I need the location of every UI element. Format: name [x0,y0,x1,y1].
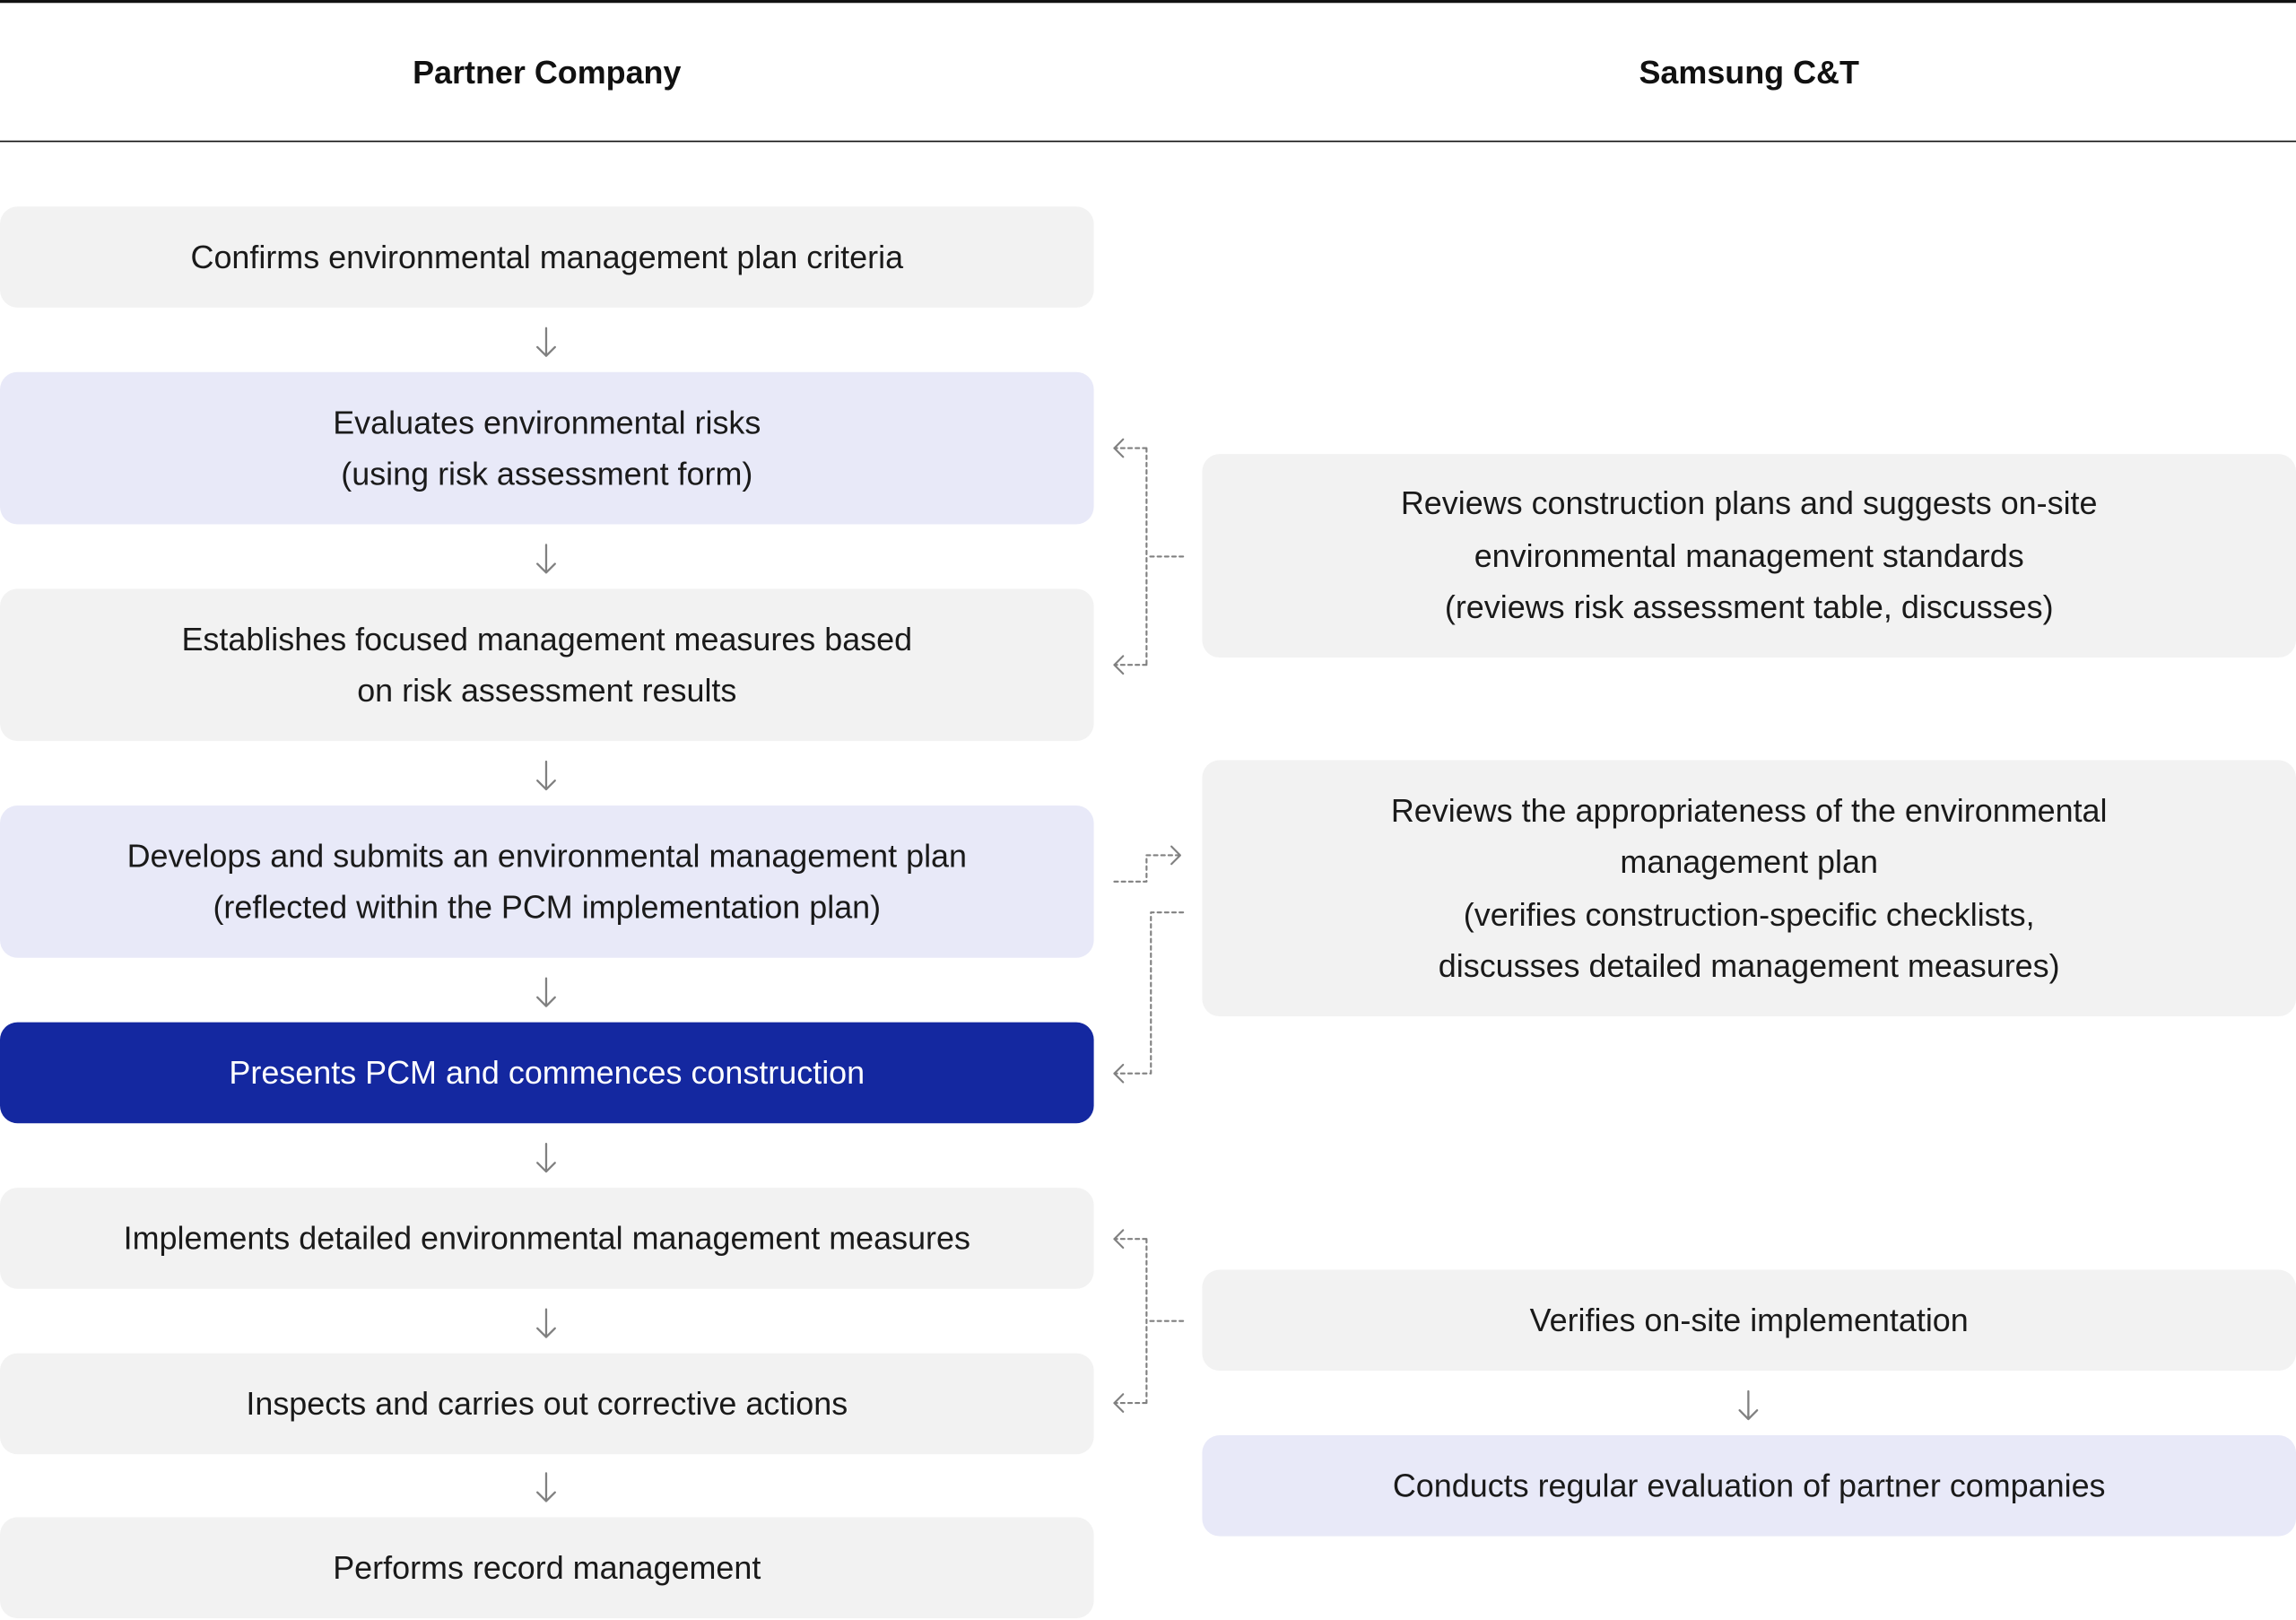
partner-step-evaluate-risks: Evaluates environmental risks (using ris… [0,371,1094,525]
arrowhead-left-icon [1113,1063,1125,1084]
dashed-bracket-connector [1113,447,1185,666]
partner-step-implement-measures: Implements detailed environmental manage… [0,1188,1094,1289]
step-text-line: (using risk assessment form) [341,455,753,492]
samsung-heading: Samsung C&T [1639,54,1859,91]
samsung-step-verify-implementation: Verifies on-site implementation [1202,1269,2296,1372]
step-text-line: Confirms environmental management plan c… [190,238,904,275]
arrowhead-right-icon [1170,845,1181,866]
step-text-line: on risk assessment results [357,672,737,710]
down-arrow-icon [536,327,556,357]
partner-step-present-pcm: Presents PCM and commences construction [0,1022,1094,1124]
step-text-line: Reviews construction plans and suggests … [1400,484,2098,522]
down-arrow-icon [536,1308,556,1338]
step-text-line: Conducts regular evaluation of partner c… [1392,1467,2106,1504]
partner-step-confirm-criteria: Confirms environmental management plan c… [0,206,1094,308]
step-text-line: Establishes focused management measures … [181,620,913,658]
step-text-line: Develops and submits an environmental ma… [126,837,968,874]
step-text-line: Implements detailed environmental manage… [123,1219,970,1257]
step-text-line: (verifies construction-specific checklis… [1463,895,2035,933]
samsung-step-review-plans: Reviews construction plans and suggests … [1202,454,2296,658]
step-text-line: environmental management standards [1474,536,2024,574]
arrowhead-left-icon [1113,655,1125,675]
step-text-line: Evaluates environmental risks [333,403,761,440]
down-arrow-icon [536,544,556,574]
arrowhead-left-icon [1113,438,1125,458]
step-text-line: Inspects and carries out corrective acti… [246,1385,848,1422]
down-arrow-icon [536,1142,556,1173]
down-arrow-icon [1738,1389,1759,1421]
samsung-step-review-appropriateness: Reviews the appropriateness of the envir… [1202,760,2296,1017]
down-arrow-icon [536,977,556,1007]
partner-step-record-management: Performs record management [0,1517,1094,1619]
samsung-step-regular-evaluation: Conducts regular evaluation of partner c… [1202,1434,2296,1537]
top-rule [0,0,2296,4]
step-text-line: management plan [1620,843,1878,881]
dashed-bracket-connector [1113,1238,1185,1405]
step-text-line: (reflected within the PCM implementation… [213,889,882,926]
step-text-line: Verifies on-site implementation [1529,1302,1969,1338]
step-text-line: Performs record management [333,1548,761,1586]
step-text-line: discusses detailed management measures) [1438,947,2060,985]
arrowhead-left-icon [1113,1393,1125,1413]
partner-step-inspect-correct: Inspects and carries out corrective acti… [0,1353,1094,1455]
down-arrow-icon [536,760,556,791]
step-text-line: (reviews risk assessment table, discusse… [1444,588,2054,626]
arrowhead-left-icon [1113,1229,1125,1250]
partner-step-submit-plan: Develops and submits an environmental ma… [0,805,1094,958]
partner-company-heading: Partner Company [413,54,682,91]
step-text-line: Reviews the appropriateness of the envir… [1390,791,2108,829]
header-rule [0,140,2296,143]
step-text-line: Presents PCM and commences construction [229,1054,865,1091]
dashed-elbow-connector [1113,854,1181,883]
down-arrow-icon [536,1472,556,1502]
dashed-elbow-connector [1113,911,1185,1075]
partner-step-establish-measures: Establishes focused management measures … [0,588,1094,742]
